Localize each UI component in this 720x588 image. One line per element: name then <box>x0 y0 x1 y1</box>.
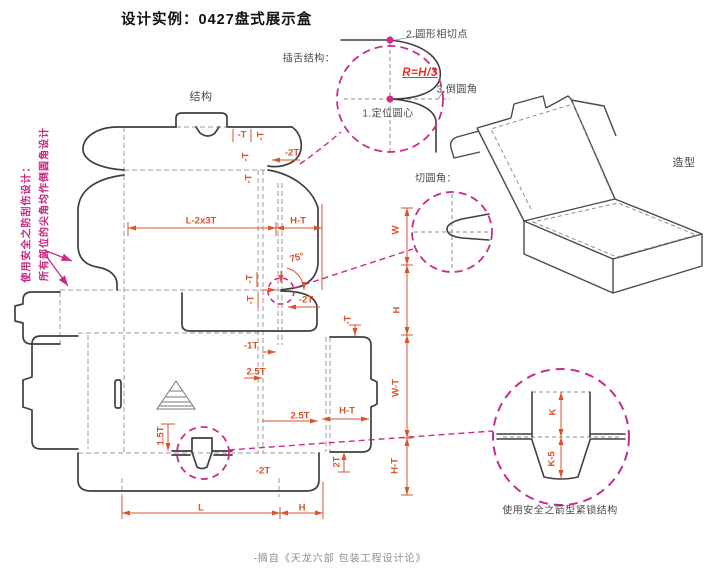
structure-label: 结构 <box>189 91 213 103</box>
tangent-point-dots <box>386 36 394 103</box>
dim-k: K <box>547 408 559 416</box>
tongue-structure-label: 插舌结构： <box>282 53 336 65</box>
dim-width-w: W <box>390 225 402 235</box>
dim-2-5t-a: 2.5T <box>246 366 266 378</box>
box-3d-hidden-lines <box>490 103 698 258</box>
tongue-step3-label: 3.倒圆角 <box>436 84 478 96</box>
dim-minus-1t: -1T <box>243 340 259 352</box>
tongue-step2-label: 2.圆形相切点 <box>406 29 468 41</box>
dim-height-bottom: H <box>298 502 306 514</box>
lock-structure-caption: 使用安全之箭型紧锁结构 <box>502 505 618 517</box>
cut-corner-label: 切圆角： <box>415 173 457 185</box>
dimension-lines <box>121 129 564 519</box>
detail-contents <box>340 35 626 480</box>
die-cut-outline <box>14 112 378 492</box>
tongue-step1-label: 1.定位圆心 <box>362 108 414 120</box>
fold-lines <box>59 126 331 497</box>
dim-l-minus-2x3t: L-2x3T <box>185 215 217 227</box>
source-caption: -摘自《天龙六部 包装工程设计论》 <box>253 553 427 565</box>
dim-w-minus-t: W-T <box>390 379 402 397</box>
dim-2t-bottom: -2T <box>255 465 271 477</box>
dim-2t-mid: -2T <box>298 294 314 306</box>
dim-t-mid-a: -T <box>244 274 256 284</box>
detail-circles <box>43 45 630 506</box>
dim-t-right: -T <box>342 315 354 325</box>
radius-formula-label: R=H/3 <box>402 67 438 79</box>
dim-h-minus-t-top: H-T <box>290 215 306 227</box>
dim-2t-rot: 2T <box>331 456 343 468</box>
dim-height-right: H <box>391 306 403 314</box>
triangle-mark <box>156 380 196 410</box>
dim-t-mid-b: -T <box>245 295 257 305</box>
dim-h-minus-t-right: H-T <box>389 458 401 474</box>
dim-t-top-d: -T <box>243 174 255 184</box>
detail-centerlines <box>344 36 620 438</box>
safety-note-line2: 所有部位的尖角均作倒圆角设计 <box>39 127 51 281</box>
dim-t-top-b: -T <box>255 131 267 141</box>
form-label: 造型 <box>672 157 696 169</box>
dim-2t-top: -2T <box>284 147 300 159</box>
safety-note-line1: 使用安全之防刮伤设计： <box>21 161 33 283</box>
dim-k-minus-5: K-5 <box>546 451 558 467</box>
dim-h-minus-t-mid: H-T <box>339 405 355 417</box>
dim-1-5t: 1.5T <box>155 426 167 446</box>
dim-2-5t-b: 2.5T <box>290 410 310 422</box>
dim-t-top-a: -T <box>237 129 247 141</box>
page-title: 设计实例：0427盘式展示盒 <box>121 12 313 28</box>
dim-t-top-c: -T <box>240 152 252 162</box>
dim-length-l: L <box>198 502 204 514</box>
box-3d-drawing <box>449 95 703 294</box>
